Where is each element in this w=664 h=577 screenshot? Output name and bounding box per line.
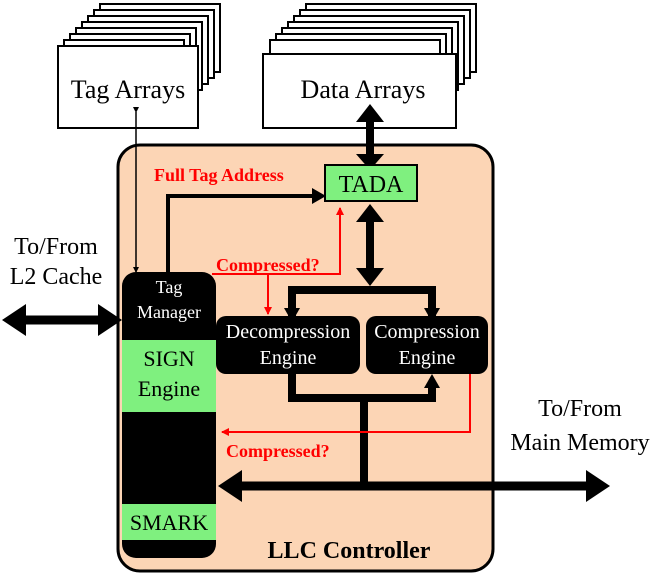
tag-arrays-label: Tag Arrays [71,75,185,104]
tada-label: TADA [339,172,404,198]
sign-engine-label-1: SIGN [143,346,194,371]
full-tag-address-label: Full Tag Address [154,165,284,185]
compressed-bottom-arrow [221,374,471,436]
engine-top-bus [288,286,436,318]
tag-manager-label-2: Manager [137,302,201,322]
decompression-label-2: Engine [260,347,317,369]
sign-engine-label-2: Engine [138,376,200,401]
full-tag-address-arrow [166,194,318,272]
compressed-top-label: Compressed? [216,255,320,275]
decompression-engine [216,316,360,374]
compression-engine [366,316,488,374]
data-arrays-stack: Data Arrays [262,3,477,129]
to-from-memory-label-1: To/From [538,396,622,422]
smark-box [122,504,216,540]
to-from-l2-label-2: L2 Cache [10,264,103,290]
compression-label-1: Compression [374,321,480,343]
llc-controller-label: LLC Controller [268,538,431,564]
tada-box [324,164,418,202]
to-from-memory-label-2: Main Memory [510,430,649,456]
compression-label-2: Engine [399,347,456,369]
sign-engine-box [122,340,216,412]
tag-manager-column: Tag Manager SIGN Engine SMARK [122,272,216,558]
smark-label: SMARK [130,510,208,535]
compressed-top-arrow-up [212,207,344,275]
data-arrays-label: Data Arrays [301,75,426,104]
to-from-l2-label-1: To/From [14,234,98,260]
compressed-bottom-label: Compressed? [226,441,330,461]
tag-manager-label-1: Tag [156,277,183,297]
decompression-label-1: Decompression [226,321,350,343]
tag-arrays-stack: Tag Arrays [57,3,221,129]
